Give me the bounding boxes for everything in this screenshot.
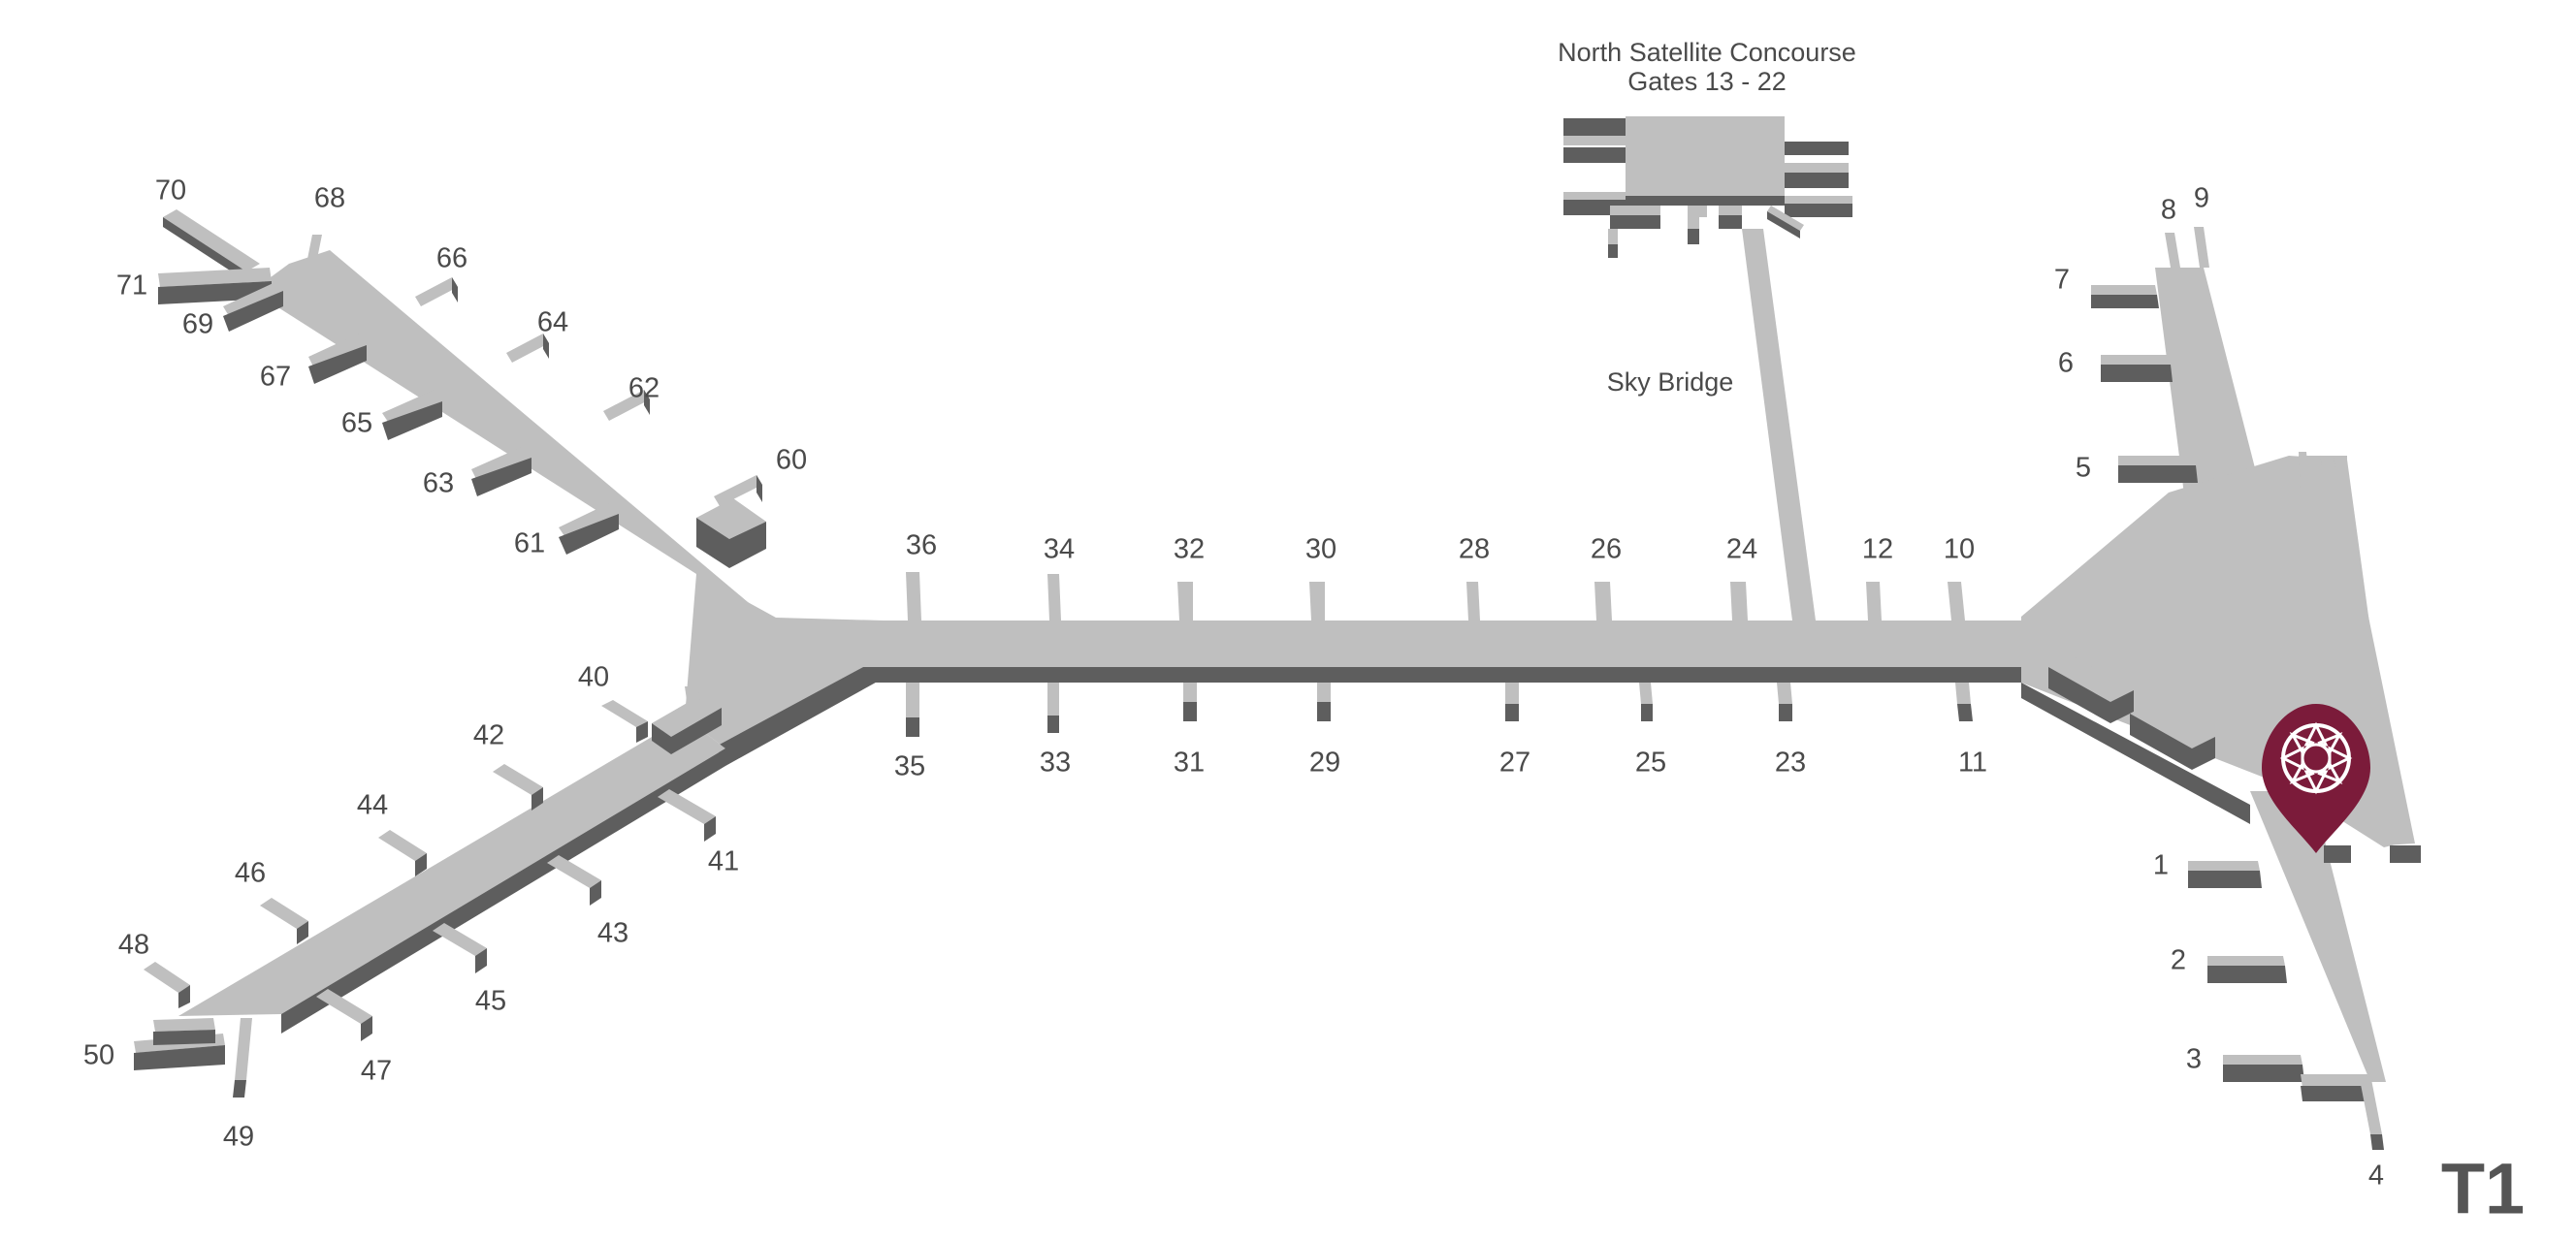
main-concourse: [863, 572, 2027, 737]
northwest-concourse: [158, 209, 776, 636]
gate-label: 36: [906, 530, 937, 561]
gate-label: 3: [2186, 1044, 2202, 1075]
satellite-name: North Satellite Concourse: [1558, 38, 1856, 67]
gate-label: 49: [223, 1122, 254, 1153]
gate-label: 43: [597, 918, 628, 949]
gate-label: 33: [1040, 748, 1071, 779]
gate-label: 4: [2368, 1161, 2384, 1192]
gate-label: 6: [2058, 348, 2074, 379]
gate-label: 26: [1591, 534, 1622, 565]
gate-label: 67: [260, 362, 291, 393]
gate-label: 60: [776, 445, 807, 476]
gate-label: 24: [1726, 534, 1757, 565]
southwest-concourse: [134, 686, 725, 1098]
gate-label: 5: [2076, 453, 2091, 484]
gate-label: 41: [708, 846, 739, 877]
map-labels: North Satellite Concourse Gates 13 - 22 …: [83, 38, 2525, 1228]
gate-label: 34: [1044, 534, 1075, 565]
gate-label: 7: [2054, 265, 2070, 296]
terminal-label: T1: [2441, 1149, 2525, 1229]
gate-label: 68: [314, 183, 345, 214]
gate-label: 47: [361, 1056, 392, 1087]
north-satellite-concourse: [1563, 116, 1852, 620]
gate-label: 40: [578, 662, 609, 693]
gate-label: 70: [155, 175, 186, 207]
gate-label: 29: [1309, 748, 1340, 779]
sky-bridge-label: Sky Bridge: [1607, 367, 1734, 397]
gate-label: 31: [1174, 748, 1205, 779]
east-terminal: [2021, 227, 2421, 1150]
gate-label: 69: [182, 309, 213, 340]
gate-label: 50: [83, 1040, 114, 1071]
gate-label: 9: [2194, 183, 2209, 214]
terminal-structure: [134, 116, 2421, 1150]
gate-label: 1: [2153, 850, 2169, 881]
gate-label: 66: [436, 243, 467, 274]
gate-label: 10: [1944, 534, 1975, 565]
gate-label: 42: [473, 720, 504, 751]
gate-label: 63: [423, 468, 454, 499]
location-pin-icon[interactable]: [2262, 704, 2370, 853]
gate-label: 65: [341, 408, 372, 439]
gate-label: 11: [1958, 748, 1987, 779]
gate-label: 32: [1174, 534, 1205, 565]
gate-label: 12: [1862, 534, 1893, 565]
gate-label: 62: [628, 373, 660, 404]
gate-label: 46: [235, 858, 266, 889]
gate-label: 2: [2171, 945, 2186, 976]
gate-label: 64: [537, 307, 568, 338]
gate-label: 45: [475, 986, 506, 1017]
gate-label: 48: [118, 930, 149, 961]
central-hub: [685, 574, 883, 766]
gate-label: 27: [1499, 748, 1530, 779]
gate-label: 30: [1305, 534, 1336, 565]
gate-label: 23: [1775, 748, 1806, 779]
gate-label: 71: [116, 270, 147, 302]
gate-label: 28: [1459, 534, 1490, 565]
gate-label: 35: [894, 751, 925, 782]
gate-label: 61: [514, 528, 545, 559]
satellite-gates: Gates 13 - 22: [1627, 67, 1787, 96]
gate-label: 44: [357, 790, 388, 821]
gate-label: 8: [2161, 195, 2176, 226]
gate-label: 25: [1635, 748, 1666, 779]
